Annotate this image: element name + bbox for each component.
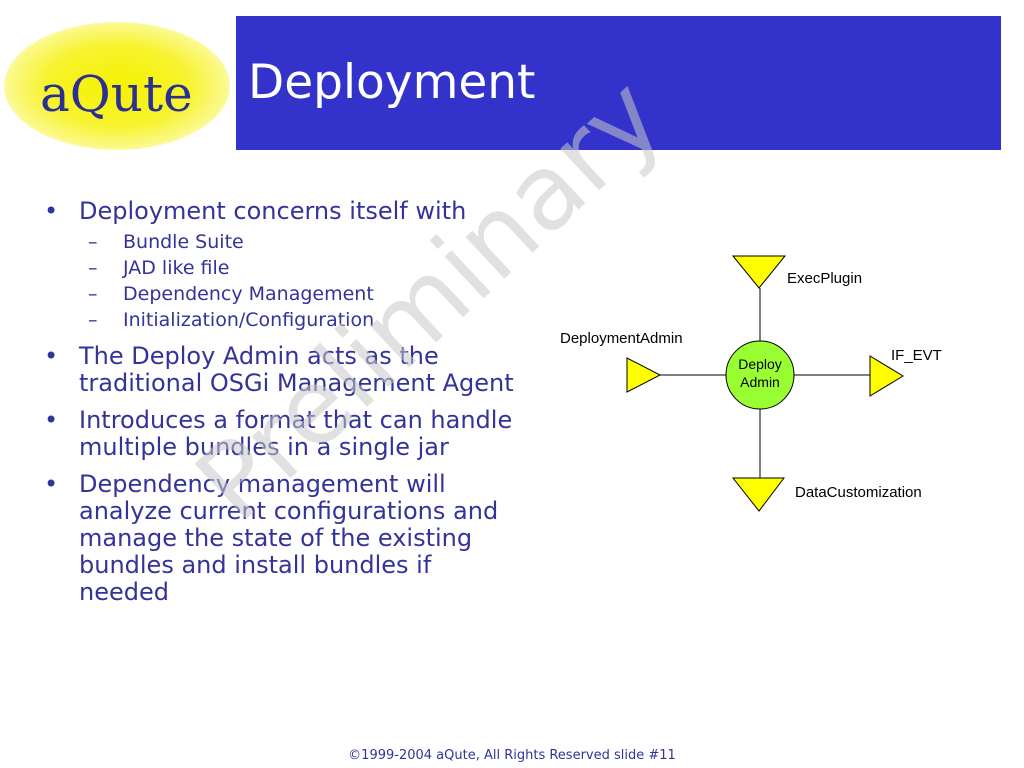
bullet-glyph: • — [44, 406, 59, 434]
bullet-item: • Deployment concerns itself with – Bundl… — [44, 198, 514, 333]
sub-glyph: – — [88, 257, 98, 279]
sub-glyph: – — [88, 309, 98, 331]
diagram-canvas — [626, 255, 904, 512]
bullet-text: Dependency management will analyze curre… — [79, 470, 499, 606]
logo-highlight — [4, 22, 230, 150]
bullet-text: Introduces a format that can handle mult… — [79, 406, 513, 461]
bullet-glyph: • — [44, 470, 59, 498]
exec-plugin-label: ExecPlugin — [787, 270, 863, 287]
slide-footer: ©1999-2004 aQute, All Rights Reserved sl… — [348, 748, 676, 763]
logo-text: aQute — [40, 65, 193, 123]
sub-glyph: – — [88, 283, 98, 305]
sub-item: – Initialization/Configuration — [44, 307, 514, 333]
sub-item-text: JAD like file — [123, 257, 230, 279]
sub-item-text: Initialization/Configuration — [123, 309, 375, 331]
slide-title: Deployment — [248, 55, 536, 110]
if-evt-triangle — [869, 355, 904, 397]
data-customization-triangle — [731, 477, 786, 512]
bullet-item: • The Deploy Admin acts as the tradition… — [44, 343, 514, 397]
sub-item: – JAD like file — [44, 255, 514, 281]
bullet-list: • Deployment concerns itself with – Bundl… — [44, 198, 514, 616]
if-evt-label: IF_EVT — [891, 347, 942, 364]
exec-plugin-triangle — [731, 255, 787, 289]
bullet-glyph: • — [44, 197, 59, 225]
logo: aQute — [0, 14, 236, 154]
sub-item-text: Dependency Management — [123, 283, 374, 305]
deploy-admin-node-label: Deploy Admin — [720, 355, 800, 391]
sub-item-text: Bundle Suite — [123, 231, 244, 253]
deployment-admin-label: DeploymentAdmin — [560, 330, 683, 347]
title-bar: Deployment — [236, 16, 1001, 150]
deploy-admin-diagram: Deploy Admin ExecPlugin DeploymentAdmin … — [540, 240, 1000, 530]
node-label-line: Deploy — [738, 356, 782, 372]
deploy-admin-node — [725, 340, 795, 410]
sub-item: – Dependency Management — [44, 281, 514, 307]
sub-item: – Bundle Suite — [44, 229, 514, 255]
sub-list: – Bundle Suite – JAD like file – Dependency… — [44, 229, 514, 333]
bullet-text: Deployment concerns itself with — [79, 197, 467, 225]
bullet-item: • Introduces a format that can handle mu… — [44, 407, 514, 461]
bullet-text: The Deploy Admin acts as the traditional… — [79, 342, 514, 397]
deployment-admin-triangle — [626, 357, 662, 393]
data-customization-label: DataCustomization — [795, 484, 922, 501]
node-label-line: Admin — [740, 374, 780, 390]
sub-glyph: – — [88, 231, 98, 253]
bullet-item: • Dependency management will analyze cur… — [44, 471, 514, 606]
bullet-glyph: • — [44, 342, 59, 370]
